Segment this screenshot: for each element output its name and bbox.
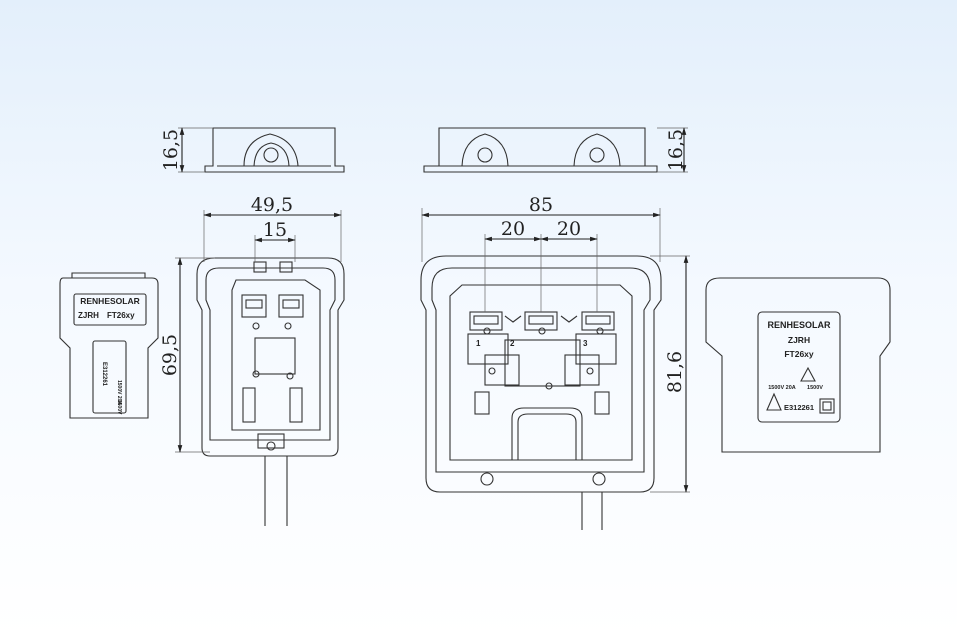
dim-right-width: 85 xyxy=(529,194,553,216)
terminal-2-label: 2 xyxy=(510,339,515,348)
small-label-rating-1: 1500V 20A xyxy=(116,380,122,405)
terminal-3-label: 3 xyxy=(583,339,588,348)
dim-right-top-height: 16,5 xyxy=(665,129,687,171)
large-label-model-prefix: ZJRH xyxy=(788,335,810,345)
large-label-brand: RENHESOLAR xyxy=(767,320,831,330)
small-label-model: FT26xy xyxy=(107,311,135,320)
small-label-rating-2: 1500V xyxy=(116,400,122,415)
large-label-plate xyxy=(705,277,891,453)
dim-right-height: 81,6 xyxy=(664,351,686,393)
small-label-brand: RENHESOLAR xyxy=(80,296,140,306)
dim-left-width: 49,5 xyxy=(251,194,293,216)
right-junction-box xyxy=(420,208,690,530)
large-label-rating-1: 1500V 20A xyxy=(768,385,796,391)
large-label-model: FT26xy xyxy=(784,349,814,359)
small-label-model-prefix: ZJRH xyxy=(78,311,99,320)
dim-right-pitch-2: 20 xyxy=(557,218,581,240)
dim-left-top-height: 16,5 xyxy=(160,129,182,171)
left-side-profile xyxy=(178,127,345,173)
small-label-plate xyxy=(59,272,159,419)
dim-left-pitch: 15 xyxy=(263,219,287,241)
large-label-rating-2: 1500V xyxy=(807,385,823,391)
small-label-cert: E312261 xyxy=(101,362,107,387)
dim-right-pitch-1: 20 xyxy=(501,218,525,240)
terminal-1-label: 1 xyxy=(476,339,481,348)
dim-left-height: 69,5 xyxy=(159,334,181,376)
right-side-profile xyxy=(423,127,688,173)
left-junction-box xyxy=(175,210,345,526)
large-label-cert: E312261 xyxy=(784,403,814,412)
